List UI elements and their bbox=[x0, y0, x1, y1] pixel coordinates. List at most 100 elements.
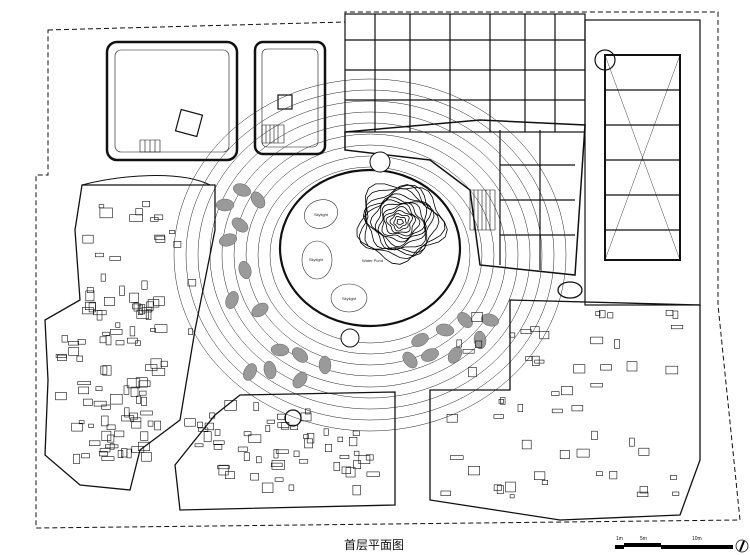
furniture bbox=[521, 439, 532, 450]
furniture bbox=[440, 490, 451, 496]
furniture bbox=[671, 324, 684, 330]
furniture bbox=[323, 428, 329, 436]
furniture bbox=[57, 354, 67, 361]
furniture bbox=[303, 434, 309, 439]
stepping-stone bbox=[480, 313, 500, 327]
furniture bbox=[598, 310, 606, 319]
furniture bbox=[160, 360, 168, 368]
furniture bbox=[105, 335, 112, 346]
furniture bbox=[271, 459, 285, 470]
furniture bbox=[81, 453, 90, 459]
furniture bbox=[505, 481, 516, 493]
furniture bbox=[277, 422, 290, 428]
furniture bbox=[449, 455, 464, 460]
furniture bbox=[559, 449, 570, 459]
building-east bbox=[584, 19, 701, 306]
furniture bbox=[85, 301, 96, 311]
furniture bbox=[131, 421, 142, 429]
furniture bbox=[217, 465, 230, 470]
stepping-stone bbox=[421, 348, 439, 362]
furniture bbox=[266, 419, 275, 424]
furniture bbox=[76, 355, 84, 362]
furniture bbox=[169, 230, 176, 234]
scale-label-1m: 1m bbox=[616, 536, 623, 542]
furniture bbox=[541, 479, 549, 485]
furniture bbox=[71, 422, 83, 432]
furniture bbox=[468, 465, 480, 476]
stepping-stone bbox=[402, 351, 418, 369]
furniture bbox=[366, 471, 380, 477]
furniture bbox=[345, 467, 356, 478]
furniture bbox=[672, 491, 680, 496]
furniture bbox=[61, 335, 68, 343]
furniture bbox=[101, 456, 115, 461]
court-right bbox=[253, 40, 327, 156]
furniture bbox=[639, 486, 648, 494]
contour-line bbox=[381, 203, 421, 240]
contour-line bbox=[369, 196, 428, 251]
furniture bbox=[154, 324, 168, 333]
furniture bbox=[100, 365, 108, 375]
north-arrow-icon bbox=[735, 539, 749, 553]
contour-line bbox=[364, 184, 440, 257]
furniture bbox=[95, 386, 103, 392]
furniture bbox=[93, 400, 107, 407]
furniture bbox=[539, 330, 550, 340]
skylight-2 bbox=[301, 240, 333, 280]
furniture bbox=[88, 423, 94, 428]
furniture bbox=[119, 285, 125, 296]
furniture bbox=[82, 234, 94, 244]
stepping-stone bbox=[318, 355, 332, 375]
furniture bbox=[225, 471, 235, 480]
stepping-stone bbox=[263, 360, 277, 380]
furniture bbox=[203, 431, 212, 442]
furniture bbox=[530, 326, 540, 332]
furniture bbox=[68, 340, 79, 346]
furniture bbox=[78, 420, 85, 425]
stepping-stone bbox=[250, 191, 266, 209]
skylight-label-3: Skylight bbox=[342, 296, 357, 301]
stepping-stone bbox=[457, 312, 473, 328]
furniture bbox=[261, 482, 274, 493]
furniture bbox=[89, 440, 101, 446]
furniture bbox=[462, 348, 475, 354]
contour-line bbox=[364, 193, 432, 251]
furniture bbox=[140, 431, 149, 441]
stepping-stone bbox=[225, 291, 239, 309]
housing-west bbox=[44, 175, 216, 491]
furniture bbox=[532, 355, 540, 367]
furniture bbox=[154, 234, 165, 240]
furniture bbox=[145, 309, 152, 320]
furniture bbox=[127, 337, 138, 344]
furniture bbox=[109, 443, 115, 450]
furniture bbox=[273, 449, 279, 459]
furniture bbox=[85, 290, 95, 302]
furniture bbox=[607, 312, 614, 319]
furniture bbox=[138, 304, 143, 315]
furniture bbox=[274, 477, 284, 482]
furniture bbox=[456, 339, 462, 348]
furniture bbox=[665, 365, 679, 375]
furniture bbox=[123, 385, 130, 395]
furniture bbox=[142, 201, 150, 208]
skylight-label-1: Skylight bbox=[314, 212, 329, 217]
furniture bbox=[243, 431, 252, 437]
furniture bbox=[337, 436, 343, 442]
furniture bbox=[352, 484, 361, 496]
furniture bbox=[121, 448, 128, 458]
furniture bbox=[250, 473, 260, 481]
landscape-contours bbox=[173, 78, 567, 432]
furniture bbox=[104, 296, 115, 306]
furniture bbox=[139, 390, 147, 396]
furniture bbox=[591, 430, 598, 441]
furniture bbox=[509, 494, 515, 499]
furniture bbox=[339, 454, 350, 459]
furniture bbox=[184, 418, 196, 427]
contour-line bbox=[197, 100, 543, 410]
stepping-stone bbox=[270, 343, 290, 357]
stepping-stone bbox=[238, 260, 252, 280]
furniture bbox=[102, 365, 112, 376]
furniture bbox=[353, 460, 361, 469]
furniture bbox=[304, 438, 313, 449]
